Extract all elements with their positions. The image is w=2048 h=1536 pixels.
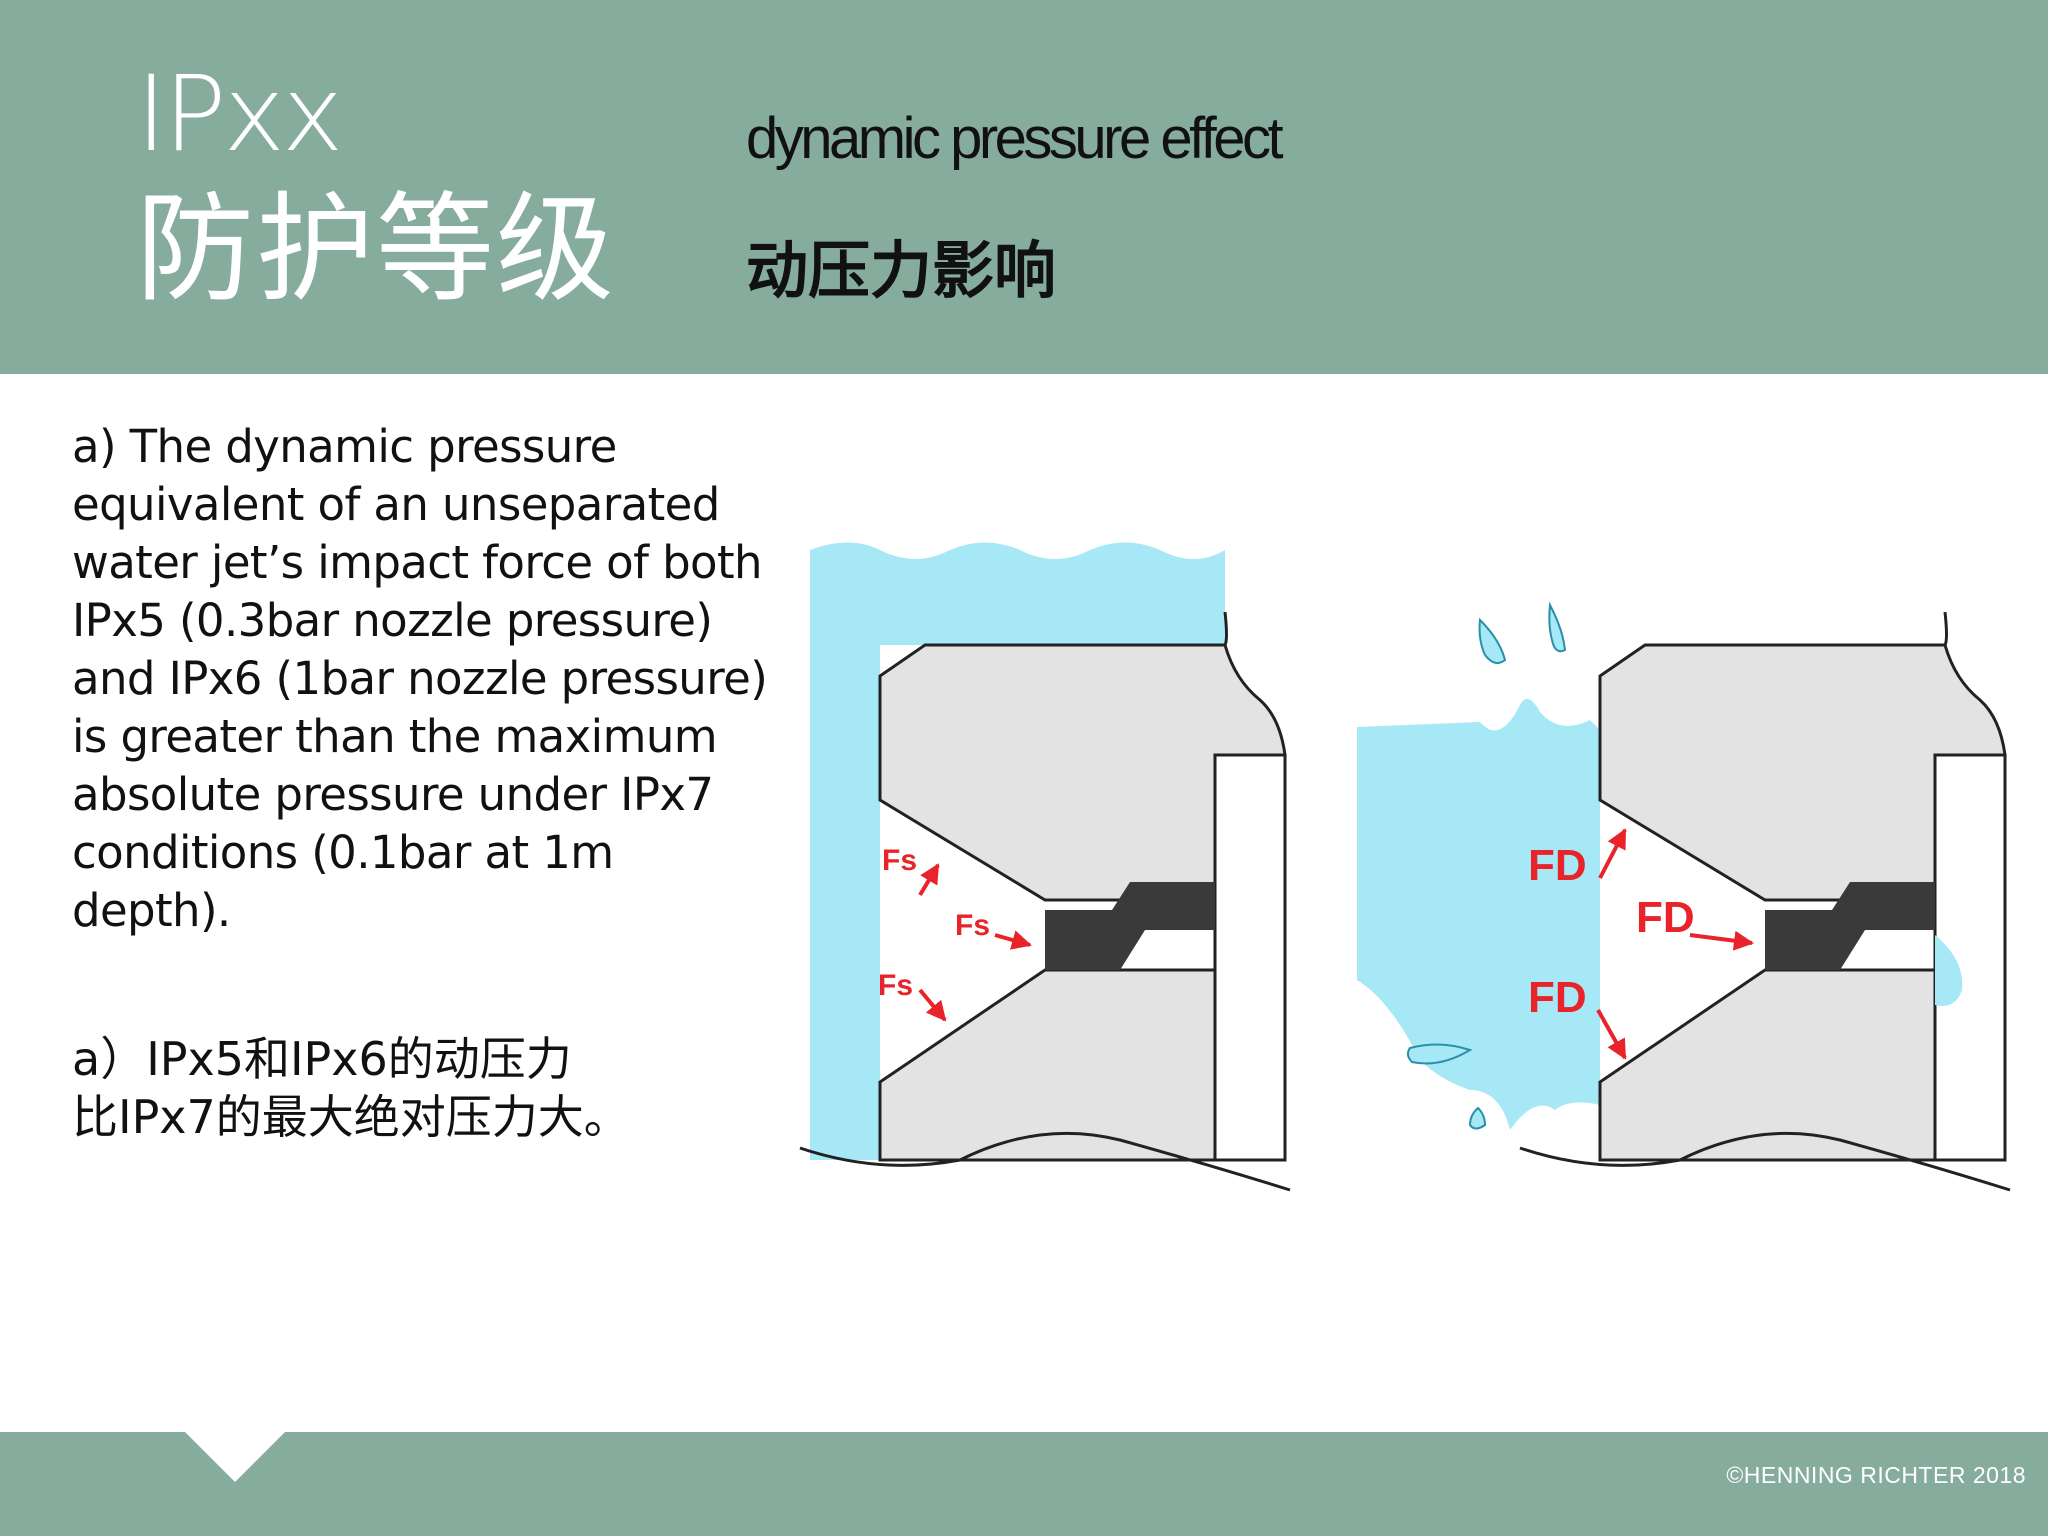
water-leak-drop xyxy=(1935,935,1963,1006)
water-body xyxy=(810,542,1225,1160)
water-drop xyxy=(1478,617,1507,665)
water-drop xyxy=(1406,1043,1473,1065)
housing-top-curve xyxy=(1223,611,1228,646)
page-title-code: IPxx xyxy=(136,53,343,175)
subtitle-english: dynamic pressure effect xyxy=(746,106,1284,171)
housing-wall-right xyxy=(1933,753,2007,1162)
seal-gasket xyxy=(1765,882,1935,970)
explanation-paragraph-chinese: a）IPx5和IPx6的动压力 比IPx7的最大绝对压力大。 xyxy=(72,1030,712,1146)
water-drop xyxy=(1468,1106,1487,1130)
dynamic-pressure-panel: FD FD FD xyxy=(1357,601,2011,1192)
pressure-diagram: Fs Fs Fs FD FD FD xyxy=(799,542,2011,1192)
force-label-upper: Fs xyxy=(882,844,917,877)
footer-bar xyxy=(0,1432,2048,1536)
force-label-lower: FD xyxy=(1528,973,1587,1022)
explanation-chinese-line-1: a）IPx5和IPx6的动压力 xyxy=(72,1032,572,1086)
title-banner xyxy=(0,0,2048,374)
force-arrow-upper xyxy=(918,863,940,897)
explanation-chinese-line-2: 比IPx7的最大绝对压力大。 xyxy=(72,1090,630,1144)
force-label-middle: FD xyxy=(1636,893,1695,942)
force-label-upper: FD xyxy=(1528,841,1587,890)
force-label-lower: Fs xyxy=(878,969,913,1002)
footer-notch-triangle xyxy=(185,1432,285,1482)
static-pressure-panel: Fs Fs Fs xyxy=(799,542,1291,1192)
seal-gasket xyxy=(1045,882,1215,970)
force-label-middle: Fs xyxy=(955,909,990,942)
housing-lower-part xyxy=(878,968,1217,1162)
water-drop xyxy=(1548,601,1567,653)
housing-top-curve xyxy=(1943,611,1948,646)
water-jet xyxy=(1357,698,1600,1130)
force-arrow-upper xyxy=(1598,828,1627,879)
force-arrow-middle xyxy=(1689,930,1754,951)
subtitle-chinese: 动压力影响 xyxy=(746,234,1057,307)
housing-lower-part xyxy=(1598,968,1937,1162)
force-arrow-lower xyxy=(918,988,947,1022)
base-curve xyxy=(799,1131,1291,1192)
explanation-paragraph-english: a) The dynamic pressure equivalent of an… xyxy=(72,420,768,937)
force-arrow-lower xyxy=(1596,1009,1627,1060)
housing-wall-right xyxy=(1213,753,1287,1162)
force-arrow-middle xyxy=(994,930,1032,950)
base-curve xyxy=(1519,1131,2011,1192)
page-title-chinese: 防护等级 xyxy=(136,180,617,318)
copyright-notice: ©HENNING RICHTER 2018 xyxy=(1726,1462,2026,1488)
